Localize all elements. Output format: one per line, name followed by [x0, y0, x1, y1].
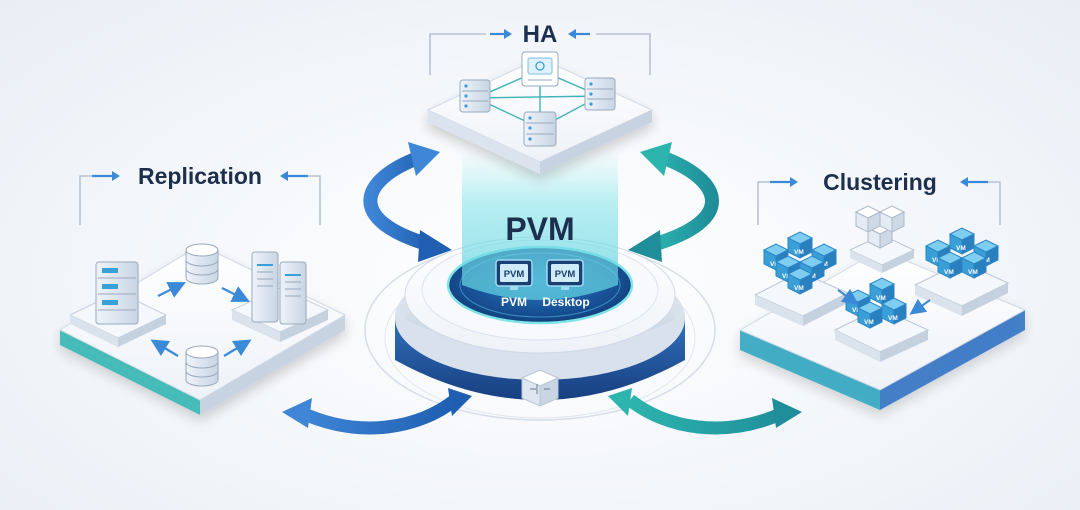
vm-cube-icon: VM [960, 251, 988, 279]
vm-cube-label: VM [968, 269, 978, 276]
clustering-bracket-right [988, 181, 1001, 225]
vm-cube-icon: VM [856, 301, 884, 329]
vm-cube-icon: VM [786, 267, 814, 295]
vm-cube-label: VM [794, 249, 804, 256]
double-arrow-icon [363, 142, 452, 262]
white-cube-icon [854, 205, 882, 233]
vm-cube-icon: VM [936, 251, 964, 279]
ha-bracket-left [429, 33, 486, 75]
monitor-badge-right: PVM [555, 269, 576, 280]
vm-cube-icon: VM [948, 227, 976, 255]
replication-bracket-left [79, 175, 92, 225]
clustering-label: Clustering [823, 169, 937, 195]
database-icon [185, 345, 219, 387]
pvm-title: PVM [505, 211, 574, 247]
double-arrow-icon [282, 388, 472, 435]
arrow-left-icon [960, 177, 968, 187]
vm-cube-icon: VM [868, 277, 896, 305]
server-rack-icon [584, 77, 616, 111]
vm-cube-label: VM [944, 269, 954, 276]
spare-cube-group [854, 205, 906, 249]
double-arrow-icon [608, 388, 802, 435]
clustering-label-group: Clustering [757, 169, 1001, 225]
replication-label-group: Replication [79, 163, 321, 225]
vm-cube-label: VM [932, 257, 942, 264]
vm-cube-label: VM [770, 261, 780, 268]
server-rack-icon [459, 79, 491, 113]
vm-cube-label: VM [956, 245, 966, 252]
replication-label: Replication [138, 163, 262, 189]
ha-platform-right [540, 110, 652, 174]
ha-label: HA [523, 21, 558, 48]
vm-cube-icon: VM [786, 231, 814, 259]
pvm-hub: PVM PVM PVM PVM Desktop [364, 150, 716, 421]
vm-cube-label: VM [782, 273, 792, 280]
replication-sync-arrows [150, 282, 252, 357]
vm-cube-group: VMVMVMVMVMVMVMVMVMVMVMVMVMVMVM [762, 227, 1000, 329]
clustering-arrows [837, 288, 931, 315]
white-cube-icon [878, 205, 906, 233]
replication-platform-left [60, 330, 200, 415]
arrow-left-icon [280, 171, 288, 181]
vm-cube-label: VM [852, 307, 862, 314]
ha-platform-left [428, 110, 540, 174]
clustering-platform-right [880, 310, 1025, 410]
ha-label-group: HA [429, 21, 651, 75]
arrow-right-icon [504, 29, 512, 39]
vm-cube-icon: VM [880, 297, 908, 325]
vm-cube-label: VM [864, 319, 874, 326]
monitor-icon: PVM [546, 259, 584, 290]
monitor-badge-left: PVM [504, 269, 525, 280]
replication-bracket-right [308, 175, 321, 225]
cluster-tray-top [848, 234, 916, 273]
arrow-right-icon [790, 177, 798, 187]
caption-pvm: PVM [501, 295, 527, 309]
caption-desktop: Desktop [542, 295, 589, 309]
monitor-icon: PVM [495, 259, 533, 290]
arrow-right-icon [112, 171, 120, 181]
vm-cube-label: VM [888, 315, 898, 322]
vm-cube-label: VM [794, 285, 804, 292]
ha-controller-icon [521, 51, 559, 87]
clustering-bracket-left [757, 181, 770, 225]
network-switch-icon [520, 369, 560, 407]
ha-bracket-right [596, 33, 651, 75]
arrow-left-icon [568, 29, 576, 39]
replication-platform-right [200, 315, 345, 415]
clustering-platform-left [740, 330, 880, 410]
vm-cube-label: VM [876, 295, 886, 302]
double-arrow-icon [628, 142, 719, 262]
database-icon [185, 243, 219, 285]
server-rack-icon [523, 111, 557, 147]
server-rack-icon [95, 261, 139, 325]
server-tower-icon [251, 251, 307, 325]
